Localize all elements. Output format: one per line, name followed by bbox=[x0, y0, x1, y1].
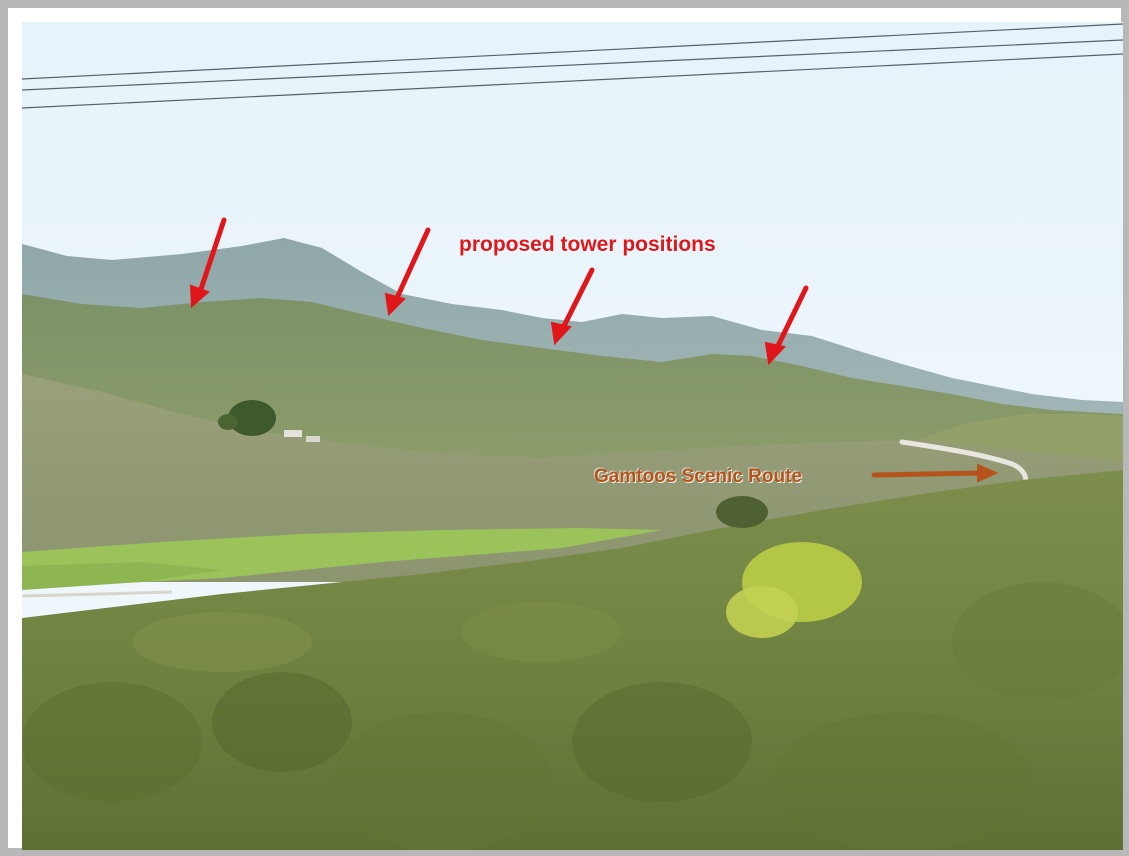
power-lines bbox=[22, 23, 1123, 109]
farmstead bbox=[218, 400, 320, 442]
shrub-texture bbox=[22, 496, 1123, 850]
red-arrow-icon bbox=[550, 267, 595, 346]
red-arrow-icon bbox=[764, 285, 809, 366]
orange-arrow-icon bbox=[871, 463, 999, 483]
tower-positions-label: proposed tower positions bbox=[459, 233, 716, 256]
farm-track bbox=[22, 590, 173, 598]
green-pasture-lower bbox=[22, 562, 222, 590]
scenic-route-label: Gamtoos Scenic Route bbox=[594, 466, 802, 487]
landscape-photo: proposed tower positions Gamtoos Scenic … bbox=[22, 22, 1123, 850]
gravel-road bbox=[899, 439, 1029, 491]
landscape-illustration bbox=[22, 22, 1123, 850]
red-arrow-icon bbox=[189, 217, 227, 309]
red-arrow-icon bbox=[384, 227, 431, 317]
